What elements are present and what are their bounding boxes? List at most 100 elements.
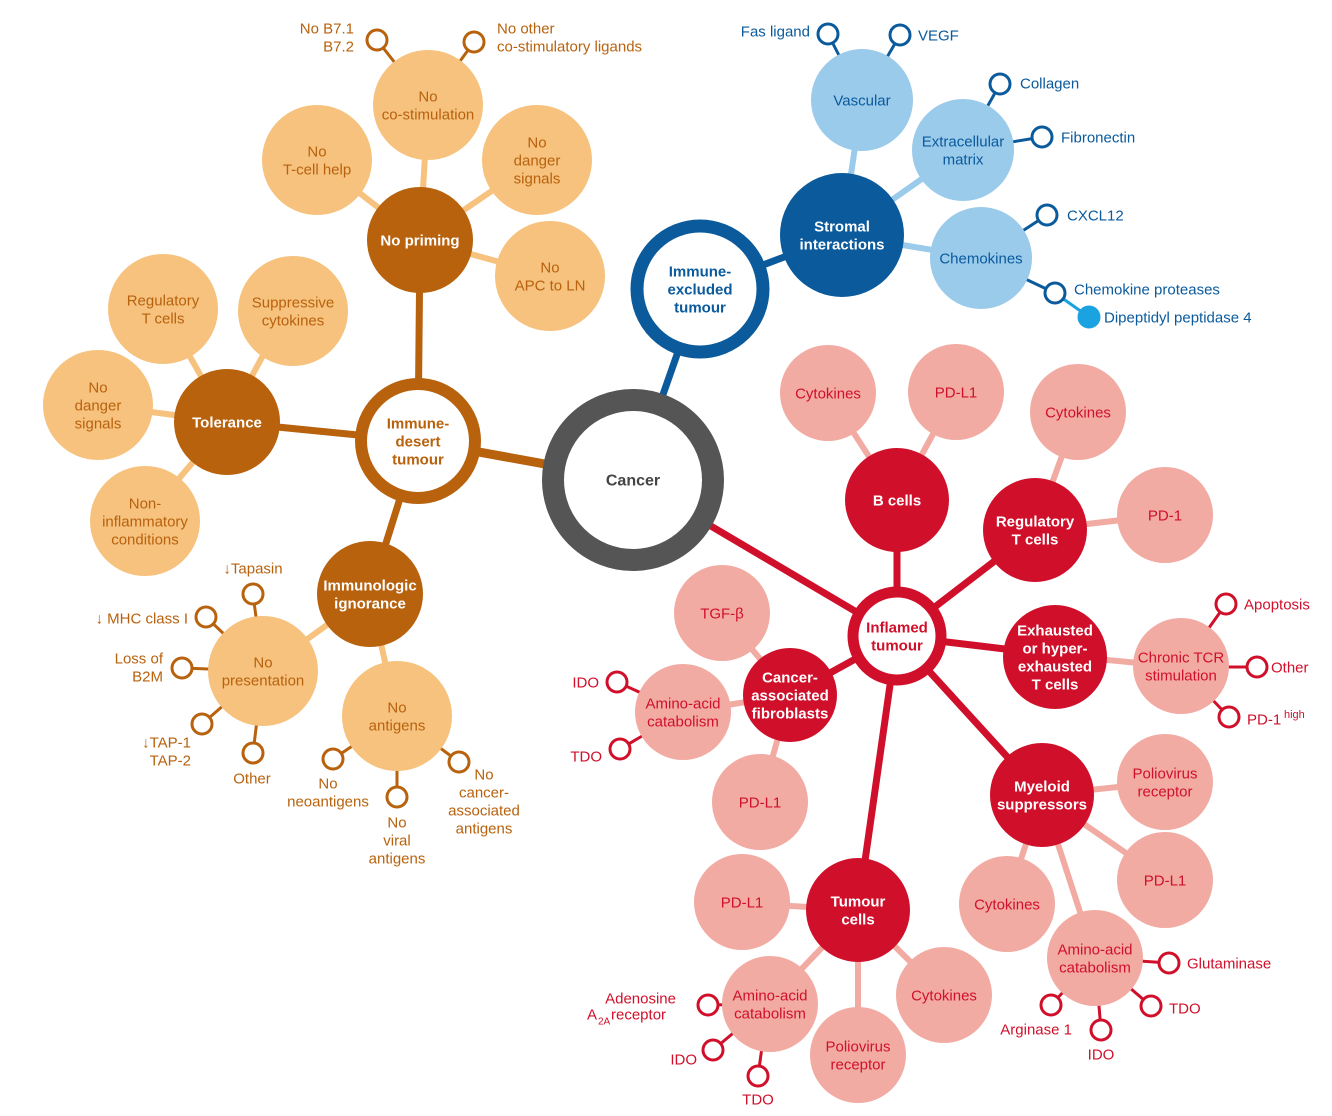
leaf-circle: [1043, 281, 1067, 305]
no-costimulation-node: [373, 50, 483, 160]
pd-l1-node: [908, 344, 1004, 440]
immune-excluded-hub: [630, 219, 770, 359]
cytokines-node: [896, 947, 992, 1043]
chronic-tcr-node: [1133, 618, 1229, 714]
leaf-label: Adenosine: [605, 990, 676, 1007]
cytokines-node: [1030, 364, 1126, 460]
tgf-beta-node-label: TGF-β: [700, 605, 744, 622]
leaf-circle: [1030, 125, 1054, 149]
no-danger-signals-node: [482, 105, 592, 215]
leaf-circle: [1245, 655, 1269, 679]
leaf-label: IDO: [572, 674, 599, 691]
regulatory-t-cells-node: [983, 478, 1087, 582]
leaf-circle: [605, 670, 629, 694]
leaf-label: TDO: [1169, 1000, 1201, 1017]
cancer-node: [542, 389, 724, 571]
leaf-dot: [1077, 305, 1101, 329]
leaf-label: ↓ MHC class I: [95, 610, 188, 627]
tolerance-node-label: Tolerance: [192, 414, 262, 431]
leaf-label: Other: [1271, 659, 1309, 676]
leaf-circle: [462, 30, 486, 54]
leaf-label: Apoptosis: [1244, 596, 1310, 613]
cytokines-node: [959, 856, 1055, 952]
pd-1-node-label: PD-1: [1148, 507, 1182, 524]
no-apc-to-ln-node: [495, 221, 605, 331]
stromal-interactions-node: [780, 173, 904, 297]
cytokines-node-label: Cytokines: [1045, 404, 1111, 421]
leaf-label: VEGF: [918, 27, 959, 44]
leaf-circle: [447, 750, 471, 774]
pd-l1-node: [694, 854, 790, 950]
leaf-circle: [988, 72, 1012, 96]
no-priming-node-label: No priming: [380, 232, 459, 249]
leaf-circle: [170, 656, 194, 680]
amino-acid-node: [635, 664, 731, 760]
pd-l1-node-label: PD-L1: [739, 794, 782, 811]
cancer-node-label: Cancer: [606, 473, 660, 490]
leaf-label-superscript: high: [1284, 709, 1305, 721]
leaf-circle: [241, 582, 265, 606]
leaf-label: Other: [233, 770, 271, 787]
leaf-circle: [385, 785, 409, 809]
leaf-label: IDO: [670, 1051, 697, 1068]
leaf-label: ↓Tapasin: [223, 560, 282, 577]
leaf-circle: [365, 28, 389, 52]
immunologic-ignorance-node: [317, 541, 423, 647]
leaf-label: receptor: [611, 1006, 666, 1023]
tumour-cells-node: [806, 858, 910, 962]
leaf-label: Fibronectin: [1061, 129, 1135, 146]
leaf-circle: [608, 737, 632, 761]
leaf-circle: [701, 1038, 725, 1062]
pd-l1-node-label: PD-L1: [1144, 872, 1187, 889]
no-tcell-help-node: [262, 105, 372, 215]
cytokines-node: [780, 345, 876, 441]
leaf-circle: [1035, 203, 1059, 227]
vascular-node: [811, 49, 913, 151]
b-cells-node: [845, 448, 949, 552]
leaf-circle: [1039, 993, 1063, 1017]
pd-1-node: [1117, 467, 1213, 563]
leaf-circle: [190, 712, 214, 736]
chemokines-node: [930, 207, 1032, 309]
leaf-label: TDO: [570, 748, 602, 765]
leaf-label: IDO: [1088, 1046, 1115, 1063]
immune-desert-hub: [355, 378, 481, 504]
inflamed-hub: [847, 586, 947, 686]
cytokines-node-label: Cytokines: [974, 896, 1040, 913]
non-inflammatory-node: [90, 466, 200, 576]
pd-l1-node: [712, 754, 808, 850]
leaf-label: Dipeptidyl peptidase 4: [1104, 309, 1252, 326]
leaf-label: Fas ligand: [741, 23, 810, 40]
pd-l1-node-label: PD-L1: [721, 894, 764, 911]
leaf-circle: [1139, 994, 1163, 1018]
leaf-label: TDO: [742, 1091, 774, 1108]
no-priming-node: [367, 187, 473, 293]
exhausted-t-cells-node: [1003, 605, 1107, 709]
pd-l1-node-label: PD-L1: [935, 384, 978, 401]
chemokines-node-label: Chemokines: [939, 250, 1022, 267]
